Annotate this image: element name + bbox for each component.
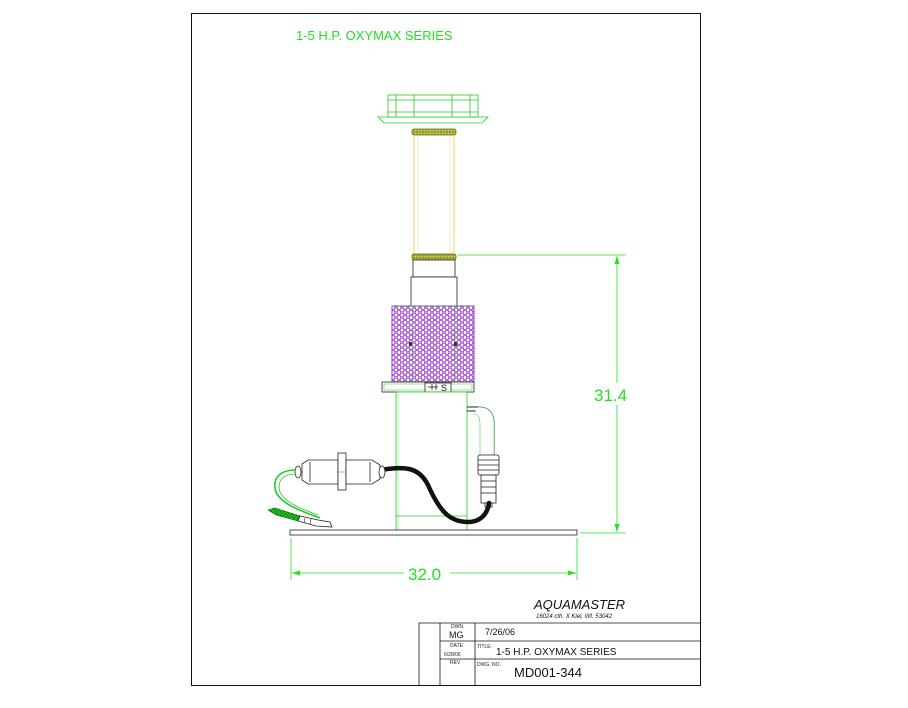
motor-body	[395, 391, 468, 531]
rev-label: REV	[450, 660, 461, 666]
date-value: 6/28/06	[444, 652, 461, 658]
inline-capsule	[294, 452, 386, 491]
title-value: 1-5 H.P. OXYMAX SERIES	[496, 647, 617, 658]
width-dimension-label: 32.0	[408, 565, 441, 584]
dwn-value: MG	[449, 630, 464, 640]
green-lead-cable-inner	[278, 473, 319, 516]
company-name: AQUAMASTER	[533, 597, 625, 612]
company-address: 16024 cth. X Kiel, WI. 53042	[536, 614, 613, 620]
power-cord-strain-relief	[467, 406, 500, 508]
dwg-value: MD001-344	[514, 665, 582, 680]
lower-clamp-band	[411, 253, 457, 261]
date-drawn: 7/26/06	[485, 627, 515, 637]
dwn-label: DWN.	[451, 624, 464, 630]
green-lead-cable	[274, 469, 321, 519]
draft-tube	[413, 135, 455, 255]
lead-plug	[267, 507, 333, 528]
aerator-assembly: S	[267, 94, 578, 536]
upper-clamp-band	[411, 128, 457, 136]
intake-screen	[391, 305, 475, 383]
dwg-label: DWG. NO.	[477, 662, 501, 668]
sticker-label: S	[441, 383, 447, 393]
motor-mount-plate: S	[381, 381, 475, 393]
power-cable	[377, 465, 492, 525]
date-label: DATE	[450, 643, 464, 649]
title-block: AQUAMASTER 16024 cth. X Kiel, WI. 53042 …	[418, 597, 700, 685]
base-plate	[289, 529, 578, 536]
coupling-section	[410, 259, 458, 307]
drawing-header-title: 1-5 H.P. OXYMAX SERIES	[296, 28, 453, 43]
height-dimension-label: 31.4	[594, 386, 627, 405]
height-dimension-label-bg	[593, 383, 631, 405]
title-label: TITLE:	[477, 644, 492, 650]
width-dimension-label-bg	[404, 562, 450, 584]
sheet-border	[191, 13, 701, 686]
top-float-nut	[377, 94, 489, 124]
